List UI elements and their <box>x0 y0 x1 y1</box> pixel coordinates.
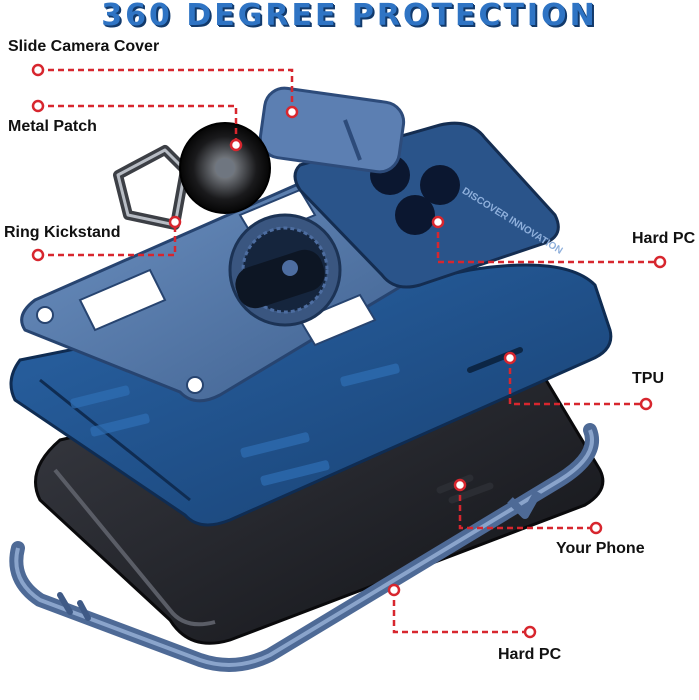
page-title: 360 DEGREE PROTECTION <box>101 0 598 33</box>
label-your-phone: Your Phone <box>556 540 645 557</box>
callout-lines <box>38 68 660 634</box>
label-slide-camera-cover: Slide Camera Cover <box>8 38 160 55</box>
marker-ring-label <box>31 248 45 262</box>
callout-line-ring-kickstand <box>38 222 177 257</box>
marker-metal-patch-label <box>31 99 45 113</box>
callout-line-your-phone <box>458 485 596 530</box>
callout-line-metal-patch <box>38 104 238 145</box>
marker-hard-pc-top-label <box>653 255 667 269</box>
marker-hard-pc-bottom-label <box>523 625 537 639</box>
ring-kickstand-layer <box>113 122 271 230</box>
marker-phone-label <box>589 521 603 535</box>
hard-pc-plate-layer <box>20 164 435 403</box>
marker-slide-cover-part <box>285 105 299 119</box>
slide-camera-cover-layer <box>258 86 406 174</box>
bottom-frame-layer <box>9 423 599 672</box>
marker-slide-cover-label <box>31 63 45 77</box>
label-ring-kickstand: Ring Kickstand <box>4 224 121 241</box>
label-hard-pc-top: Hard PC <box>632 230 696 247</box>
label-metal-patch: Metal Patch <box>8 118 97 135</box>
callout-line-hard-pc-top <box>436 222 660 264</box>
marker-metal-patch-part <box>229 138 243 152</box>
marker-hard-pc-bottom-part <box>387 583 401 597</box>
tpu-layer <box>9 263 613 527</box>
label-hard-pc-bottom: Hard PC <box>498 646 562 663</box>
callout-line-hard-pc-bottom <box>392 590 530 634</box>
marker-tpu-label <box>639 397 653 411</box>
callout-markers <box>31 63 667 639</box>
marker-phone-part <box>453 478 467 492</box>
marker-ring-part <box>168 215 182 229</box>
label-tpu: TPU <box>632 370 664 387</box>
callout-line-tpu <box>508 358 646 406</box>
marker-tpu-part <box>503 351 517 365</box>
marker-hard-pc-top-part <box>431 215 445 229</box>
callout-line-slide-cover <box>38 68 294 112</box>
